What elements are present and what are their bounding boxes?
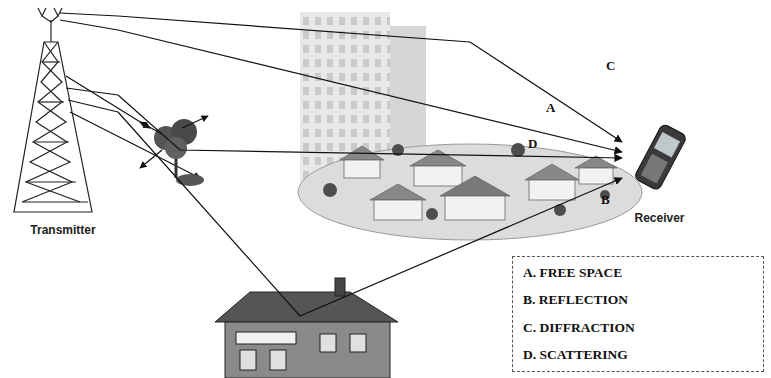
window (270, 350, 286, 370)
tower-outline (14, 42, 92, 212)
tree (323, 183, 337, 197)
building-windows (300, 12, 390, 182)
scattering-tree (140, 116, 208, 186)
tower-bracing (26, 42, 80, 202)
house-roof (575, 156, 617, 168)
mobile-phone (634, 123, 688, 191)
scatter-arrow (140, 122, 162, 134)
legend-entry: B. REFLECTION (523, 292, 753, 308)
antenna-element (54, 8, 62, 16)
tower-rung (38, 101, 64, 102)
scatter-arrows (140, 116, 208, 168)
path-letter: A (546, 100, 555, 116)
ray-line (68, 100, 118, 112)
tree (426, 208, 438, 220)
house-wall (225, 322, 390, 378)
signal-path (118, 95, 622, 158)
house-wall (445, 196, 505, 220)
ray-line (70, 112, 200, 178)
tower-rung (42, 61, 60, 62)
device-node: Receiver (622, 118, 697, 225)
legend-entry: C. DIFFRACTION (523, 320, 753, 336)
phone-body (634, 123, 688, 191)
scatter-arrow (140, 150, 162, 168)
bush (176, 174, 204, 186)
path-letter: B (601, 192, 610, 208)
antenna-element (51, 16, 58, 22)
balcony (236, 332, 296, 344)
house-wall (529, 180, 575, 200)
tower-rung (33, 141, 69, 142)
tree (554, 204, 566, 216)
phone-screen (654, 132, 680, 157)
tower-rung (26, 181, 76, 182)
ray-line (66, 76, 150, 128)
house-roof (440, 176, 510, 196)
chimney (335, 278, 345, 296)
phone-keypad (641, 154, 668, 184)
ray-line (60, 13, 118, 16)
legend-entry: D. SCATTERING (523, 347, 753, 363)
legend-entry: A. FREE SPACE (523, 265, 753, 281)
neighbourhood-ground (298, 144, 642, 240)
signal-path (118, 30, 622, 152)
house-wall (344, 160, 380, 178)
signal-path (118, 16, 622, 142)
house-wall (579, 168, 613, 184)
ray-line (60, 20, 118, 30)
houses (340, 146, 617, 220)
device-node: Transmitter (8, 5, 118, 237)
window (320, 334, 336, 352)
tree-crown (165, 137, 187, 159)
building-front (300, 12, 390, 182)
house-roof (215, 292, 398, 322)
transmitter-tower (14, 8, 92, 212)
window (350, 334, 366, 352)
antenna-rays (60, 13, 200, 178)
legend-box: A. FREE SPACE B. REFLECTION C. DIFFRACTION… (512, 256, 764, 372)
house-roof (525, 164, 579, 180)
device-label: Receiver (634, 211, 684, 225)
device-label: Transmitter (30, 223, 95, 237)
path-letter: C (606, 58, 615, 74)
house-wall (414, 166, 462, 186)
house-roof (410, 150, 466, 166)
path-letter: D (528, 136, 537, 152)
house-wall (374, 200, 422, 220)
tree (392, 144, 404, 156)
house-roof (340, 146, 384, 160)
tree (511, 143, 525, 157)
scatter-arrow (182, 116, 208, 128)
trees (323, 143, 610, 220)
window (240, 350, 256, 370)
reflecting-house (215, 278, 398, 378)
tower-bracing (22, 42, 88, 202)
antenna-element (38, 8, 46, 16)
antenna-element (42, 16, 51, 22)
antenna-mast (50, 20, 51, 42)
house-roof (370, 184, 426, 200)
